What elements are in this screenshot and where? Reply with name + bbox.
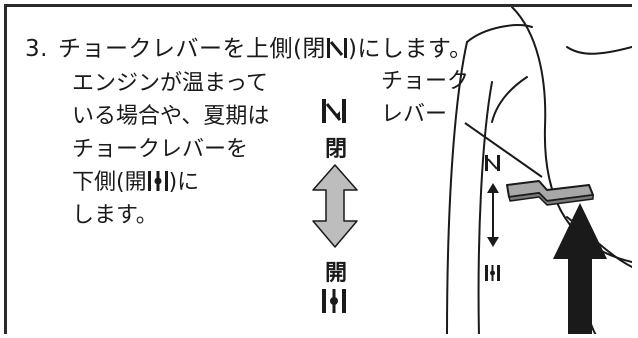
up-down-arrow (312, 164, 358, 248)
open-label: 開 (325, 261, 348, 286)
choke-lever (506, 180, 594, 206)
step-instruction: 3. チョークレバーを上側(閉 )にします。 (25, 29, 473, 63)
note-line: いる場合や、夏期は (72, 104, 270, 129)
close-label: 閉 (325, 137, 348, 162)
lever-label-line: レバー (381, 102, 448, 127)
note-line: 下側(開 )に (72, 166, 269, 199)
note-line: エンジンが温まって (72, 71, 269, 96)
choke-closed-icon (322, 99, 346, 123)
choke-lever-label: チョーク レバー (381, 65, 469, 131)
engine-arrow (487, 183, 499, 247)
step-text-after: )にします。 (347, 36, 473, 62)
step-number: 3. (25, 36, 48, 62)
note-line-4-after: )に (168, 170, 200, 195)
instruction-panel: 3. チョークレバーを上側(閉 )にします。 エンジンが温まって いる場合や、夏期は… (4, 4, 632, 334)
note-line: します。 (72, 203, 158, 228)
lever-label-line: チョーク (381, 69, 470, 94)
note-line: チョークレバーを (72, 137, 249, 162)
choke-closed-icon (326, 38, 347, 58)
choke-illustration (312, 7, 632, 334)
note-line-4-before: 下側(開 (72, 170, 147, 195)
choke-open-icon (147, 171, 168, 191)
engine-open-symbol (485, 265, 500, 281)
move-up-arrow (553, 203, 607, 334)
warm-engine-note: エンジンが温まって いる場合や、夏期は チョークレバーを 下側(開 )に します。 (72, 67, 269, 232)
step-text-before: チョークレバーを上側(閉 (57, 36, 326, 62)
engine-closed-symbol (485, 155, 500, 171)
choke-open-icon (322, 289, 346, 313)
